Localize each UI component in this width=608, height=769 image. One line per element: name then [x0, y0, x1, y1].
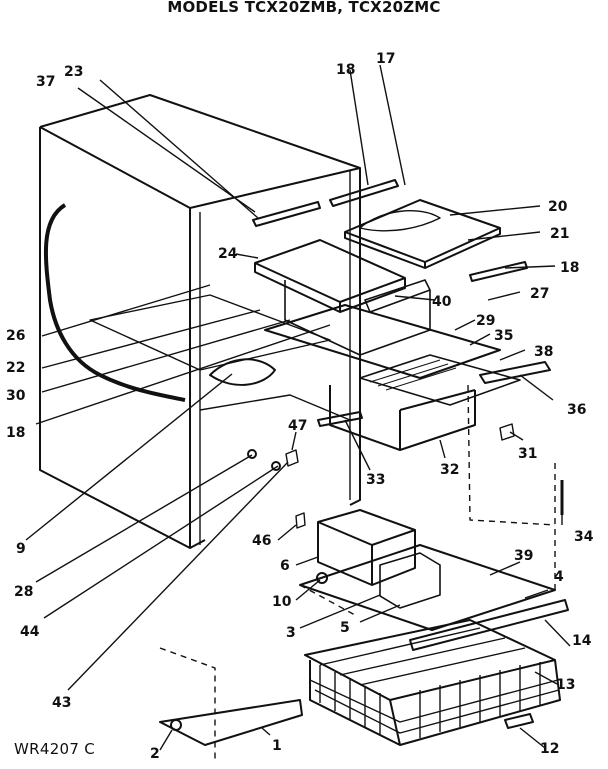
upper-shelf-assembly — [254, 239, 431, 356]
shelf-rail-left — [252, 201, 321, 227]
liner-lower-shelf — [199, 394, 351, 421]
callout-13: 13 — [556, 677, 575, 693]
assembly-lines — [159, 384, 556, 760]
shelf-rail-top — [329, 179, 399, 207]
callout-24: 24 — [218, 246, 238, 262]
callout-26: 26 — [6, 328, 25, 344]
hinge-pin-28 — [247, 449, 257, 459]
callout-44: 44 — [20, 624, 40, 640]
door-gasket-cord — [43, 203, 186, 402]
callout-6: 6 — [280, 558, 290, 574]
wire-basket — [304, 619, 561, 746]
callout-35: 35 — [494, 328, 513, 344]
light-shield — [209, 358, 276, 386]
callout-19: 18 — [336, 62, 355, 78]
callout-1: 1 — [272, 738, 282, 754]
callout-43: 43 — [52, 695, 71, 711]
freezer-shelf — [344, 199, 501, 269]
callout-29: 29 — [476, 313, 495, 329]
basket-rail — [409, 599, 569, 651]
callout-39: 39 — [514, 548, 533, 564]
compressor-cover-box — [317, 509, 416, 586]
diagram-title: MODELS TCX20ZMB, TCX20ZMC — [167, 0, 441, 16]
kick-plate — [159, 699, 303, 746]
callout-46: 46 — [252, 533, 271, 549]
crisper-drawer — [329, 385, 476, 451]
grommet-10 — [316, 572, 328, 584]
callout-5: 5 — [340, 620, 350, 636]
callout-4: 4 — [554, 569, 564, 585]
bracket-44 — [271, 461, 281, 471]
callout-9: 9 — [16, 541, 26, 557]
callout-18-left: 18 — [6, 425, 25, 441]
callout-leaders — [25, 64, 571, 751]
clip-46 — [295, 512, 306, 529]
callout-22: 22 — [6, 360, 25, 376]
callout-23: 23 — [64, 64, 83, 80]
callout-40: 40 — [432, 294, 452, 310]
callout-27: 27 — [530, 286, 549, 302]
rail-12 — [504, 713, 534, 729]
callout-36: 36 — [567, 402, 586, 418]
bracket-31 — [499, 423, 515, 441]
clip-47 — [285, 449, 299, 467]
liner-shelf — [89, 294, 331, 371]
callout-17: 17 — [376, 51, 395, 67]
callout-30: 30 — [6, 388, 26, 404]
crisper-cover-panel — [264, 304, 521, 406]
plate-36 — [479, 361, 551, 384]
callout-37: 37 — [36, 74, 55, 90]
callout-18-right: 18 — [560, 260, 579, 276]
callout-33: 33 — [366, 472, 385, 488]
callout-32: 32 — [440, 462, 459, 478]
foot-2 — [170, 719, 182, 731]
callout-47: 47 — [288, 418, 307, 434]
callout-2: 2 — [150, 746, 160, 762]
callout-12: 12 — [540, 741, 559, 757]
callout-31: 31 — [518, 446, 537, 462]
callout-10: 10 — [272, 594, 292, 610]
diagram-code: WR4207 C — [14, 740, 96, 758]
shelf-rail-right — [469, 261, 528, 282]
callout-38: 38 — [534, 344, 553, 360]
control-box — [379, 552, 441, 609]
callout-21: 21 — [550, 226, 569, 242]
callout-28: 28 — [14, 584, 33, 600]
callout-20: 20 — [548, 199, 568, 215]
callout-3: 3 — [286, 625, 296, 641]
callout-14: 14 — [572, 633, 592, 649]
callout-34: 34 — [574, 529, 594, 545]
damper-part — [317, 411, 363, 427]
